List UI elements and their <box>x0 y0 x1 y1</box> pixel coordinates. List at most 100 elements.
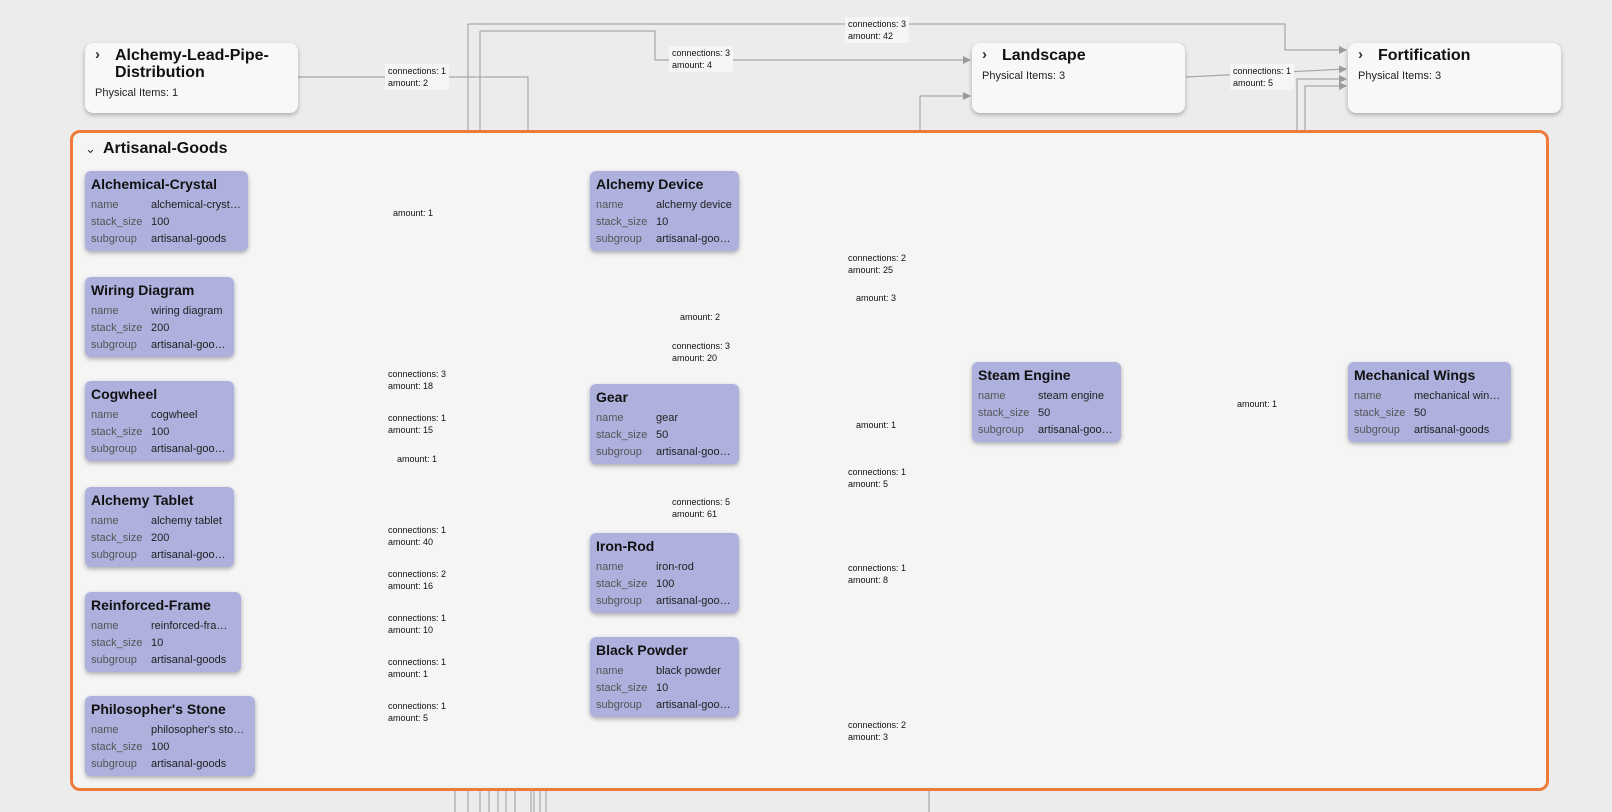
edge-label: connections: 2amount: 3 <box>845 718 909 744</box>
edge-label: connections: 3amount: 18 <box>385 367 449 393</box>
node-wiring-diagram[interactable]: Wiring Diagram namewiring diagram stack_… <box>85 277 234 357</box>
edge-label: connections: 1amount: 8 <box>845 561 909 587</box>
edge-label: connections: 2amount: 16 <box>385 567 449 593</box>
field-key: stack_size <box>91 739 151 756</box>
chevron-right-icon[interactable]: › <box>982 46 987 63</box>
field-key: name <box>91 513 151 530</box>
node-title: Iron-Rod <box>596 538 733 554</box>
edge-label: amount: 1 <box>1234 397 1280 411</box>
field-key: stack_size <box>91 424 151 441</box>
field-key: name <box>596 663 656 680</box>
group-physical-items: Physical Items: 3 <box>1358 70 1551 82</box>
field-value: alchemical-cryst… <box>151 197 241 214</box>
field-value: artisanal-goo… <box>656 697 731 714</box>
field-value: black powder <box>656 663 721 680</box>
field-key: name <box>596 410 656 427</box>
field-key: subgroup <box>978 422 1038 439</box>
node-steam-engine[interactable]: Steam Engine namesteam engine stack_size… <box>972 362 1121 442</box>
field-value: 10 <box>656 214 668 231</box>
field-value: wiring diagram <box>151 303 223 320</box>
chevron-down-icon[interactable]: ⌄ <box>85 141 96 157</box>
group-title: Alchemy-Lead-Pipe-Distribution <box>115 47 269 81</box>
node-title: Wiring Diagram <box>91 282 228 298</box>
field-value: artisanal-goods <box>151 756 226 773</box>
container-title: Artisanal-Goods <box>103 140 227 158</box>
chevron-right-icon[interactable]: › <box>95 46 100 63</box>
field-key: stack_size <box>596 427 656 444</box>
field-key: name <box>91 722 151 739</box>
field-key: name <box>91 303 151 320</box>
field-key: subgroup <box>91 337 151 354</box>
edge-label: amount: 1 <box>394 452 440 466</box>
node-alchemy-device[interactable]: Alchemy Device namealchemy device stack_… <box>590 171 739 251</box>
field-key: name <box>91 407 151 424</box>
field-key: subgroup <box>91 547 151 564</box>
field-value: artisanal-goo… <box>656 444 731 461</box>
field-key: subgroup <box>596 593 656 610</box>
node-alchemy-tablet[interactable]: Alchemy Tablet namealchemy tablet stack_… <box>85 487 234 567</box>
node-title: Alchemy Tablet <box>91 492 228 508</box>
group-container-artisanal-goods[interactable]: ⌄ Artisanal-Goods <box>70 130 1549 791</box>
field-key: stack_size <box>596 576 656 593</box>
node-cogwheel[interactable]: Cogwheel namecogwheel stack_size100 subg… <box>85 381 234 461</box>
edge-label: connections: 1amount: 5 <box>385 699 449 725</box>
group-card-alchemy-lead-pipe[interactable]: › Alchemy-Lead-Pipe-Distribution Physical… <box>85 43 298 113</box>
field-key: name <box>978 388 1038 405</box>
node-title: Reinforced-Frame <box>91 597 235 613</box>
field-value: artisanal-goods <box>151 652 226 669</box>
field-value: 200 <box>151 530 169 547</box>
field-value: mechanical win… <box>1414 388 1500 405</box>
field-value: cogwheel <box>151 407 197 424</box>
chevron-right-icon[interactable]: › <box>1358 46 1363 63</box>
field-value: 100 <box>656 576 674 593</box>
field-key: subgroup <box>91 756 151 773</box>
field-key: subgroup <box>1354 422 1414 439</box>
group-physical-items: Physical Items: 1 <box>95 87 288 99</box>
field-key: stack_size <box>1354 405 1414 422</box>
node-alchemical-crystal[interactable]: Alchemical-Crystal namealchemical-cryst…… <box>85 171 248 251</box>
edge-label: connections: 1amount: 2 <box>385 64 449 90</box>
field-value: artisanal-goo… <box>1038 422 1113 439</box>
node-title: Cogwheel <box>91 386 228 402</box>
node-title: Gear <box>596 389 733 405</box>
field-value: alchemy device <box>656 197 732 214</box>
field-key: stack_size <box>596 680 656 697</box>
edge-label: amount: 2 <box>677 310 723 324</box>
field-key: name <box>596 559 656 576</box>
node-philosophers-stone[interactable]: Philosopher's Stone namephilosopher's st… <box>85 696 255 776</box>
node-title: Philosopher's Stone <box>91 701 249 717</box>
field-key: subgroup <box>596 231 656 248</box>
node-gear[interactable]: Gear namegear stack_size50 subgroupartis… <box>590 384 739 464</box>
group-card-landscape[interactable]: ›Landscape Physical Items: 3 <box>972 43 1185 113</box>
edge-label: connections: 1amount: 40 <box>385 523 449 549</box>
node-iron-rod[interactable]: Iron-Rod nameiron-rod stack_size100 subg… <box>590 533 739 613</box>
field-value: artisanal-goods <box>151 231 226 248</box>
node-mechanical-wings[interactable]: Mechanical Wings namemechanical win… sta… <box>1348 362 1511 442</box>
field-value: 100 <box>151 739 169 756</box>
group-card-fortification[interactable]: ›Fortification Physical Items: 3 <box>1348 43 1561 113</box>
edge-label: connections: 2amount: 25 <box>845 251 909 277</box>
node-title: Black Powder <box>596 642 733 658</box>
node-black-powder[interactable]: Black Powder nameblack powder stack_size… <box>590 637 739 717</box>
field-key: stack_size <box>91 320 151 337</box>
field-value: steam engine <box>1038 388 1104 405</box>
edge-label: connections: 1amount: 1 <box>385 655 449 681</box>
field-key: stack_size <box>978 405 1038 422</box>
group-physical-items: Physical Items: 3 <box>982 70 1175 82</box>
field-key: stack_size <box>596 214 656 231</box>
edge-label: connections: 1amount: 10 <box>385 611 449 637</box>
field-value: 100 <box>151 214 169 231</box>
field-key: name <box>1354 388 1414 405</box>
field-value: artisanal-goo… <box>151 547 226 564</box>
node-reinforced-frame[interactable]: Reinforced-Frame namereinforced-fra… sta… <box>85 592 241 672</box>
field-value: alchemy tablet <box>151 513 222 530</box>
field-key: name <box>91 618 151 635</box>
edge-label: connections: 3amount: 20 <box>669 339 733 365</box>
node-title: Mechanical Wings <box>1354 367 1505 383</box>
field-value: artisanal-goo… <box>151 441 226 458</box>
field-key: subgroup <box>91 441 151 458</box>
edge-label: connections: 1amount: 5 <box>1230 64 1294 90</box>
field-value: iron-rod <box>656 559 694 576</box>
field-key: stack_size <box>91 214 151 231</box>
field-value: gear <box>656 410 678 427</box>
